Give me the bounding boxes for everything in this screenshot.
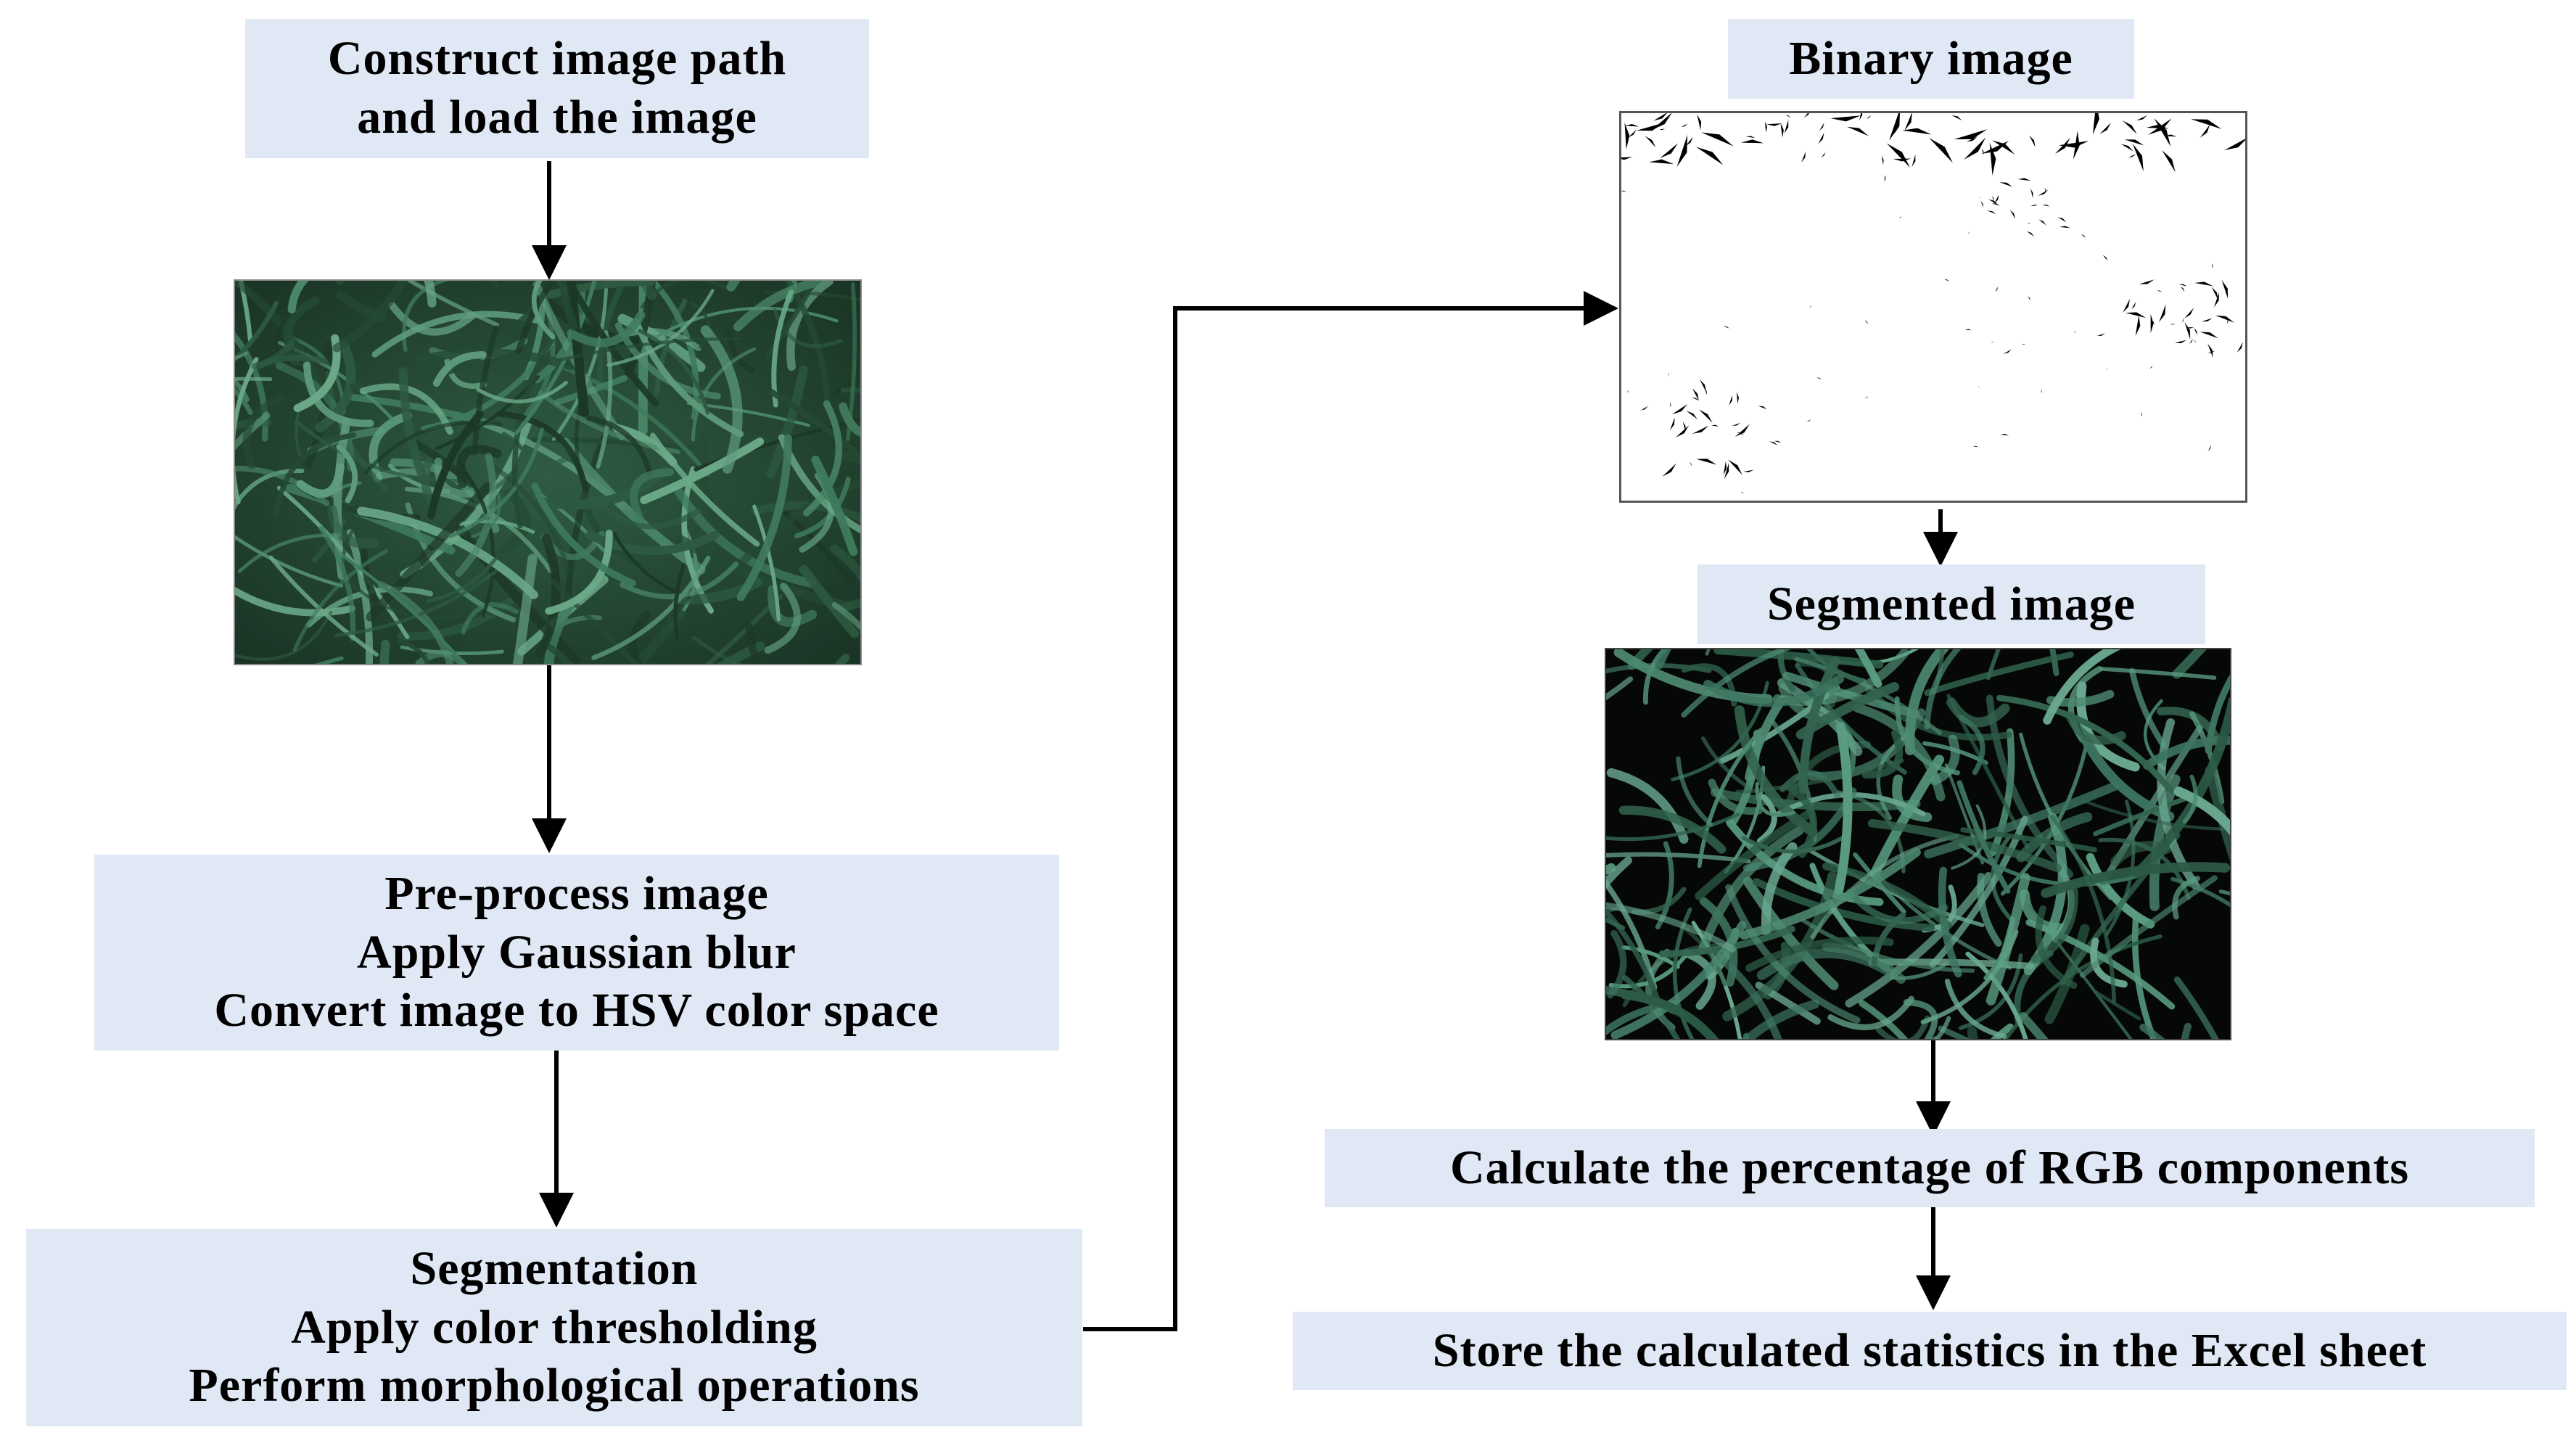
step-segmentation-line-1: Segmentation <box>410 1242 699 1296</box>
grass-blades <box>235 281 860 664</box>
binary-image <box>1619 111 2247 503</box>
step-load-line-2: and load the image <box>357 91 757 144</box>
step-preprocess-line-2: Apply Gaussian blur <box>357 925 797 979</box>
segmented-grass-blades <box>1606 649 2230 1039</box>
step-preprocess: Pre-process image Apply Gaussian blur Co… <box>94 855 1059 1051</box>
segmented-grass-image <box>1605 648 2231 1040</box>
label-segmented-image: Segmented image <box>1698 564 2205 644</box>
step-preprocess-line-1: Pre-process image <box>384 867 769 921</box>
step-load-image: Construct image path and load the image <box>245 19 869 158</box>
step-calculate-rgb-text: Calculate the percentage of RGB componen… <box>1449 1140 2410 1194</box>
step-store-excel-text: Store the calculated statistics in the E… <box>1432 1323 2427 1377</box>
step-preprocess-line-3: Convert image to HSV color space <box>214 984 939 1037</box>
label-binary-image: Binary image <box>1728 19 2134 99</box>
label-segmented-image-text: Segmented image <box>1766 577 2136 630</box>
arrow-segmentation-to-binary <box>1083 291 1618 1331</box>
step-segmentation-line-2: Apply color thresholding <box>291 1300 818 1354</box>
label-binary-image-text: Binary image <box>1789 31 2073 85</box>
step-store-excel: Store the calculated statistics in the E… <box>1293 1312 2567 1390</box>
original-grass-image <box>234 279 862 665</box>
step-calculate-rgb: Calculate the percentage of RGB componen… <box>1325 1129 2535 1207</box>
step-load-line-1: Construct image path <box>327 32 787 86</box>
step-segmentation-line-3: Perform morphological operations <box>189 1359 920 1413</box>
step-segmentation: Segmentation Apply color thresholding Pe… <box>26 1229 1082 1426</box>
